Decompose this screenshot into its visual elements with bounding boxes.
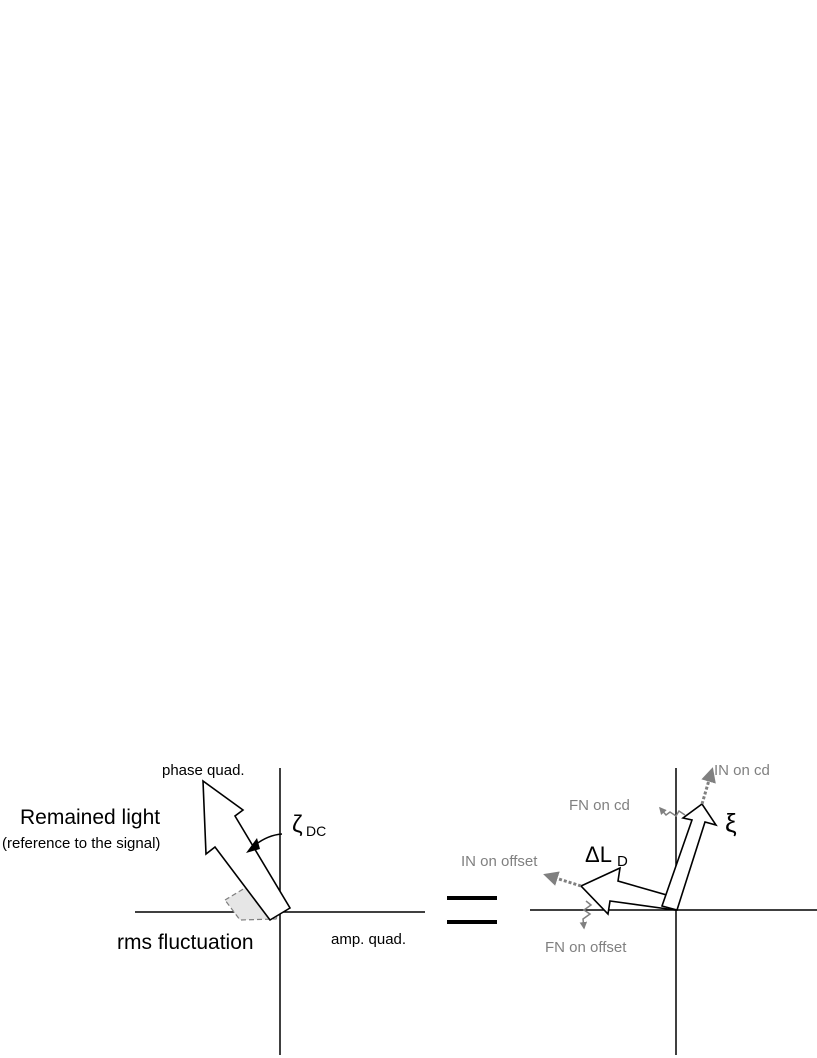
fn-on-cd-arrow (659, 806, 686, 818)
in-on-cd-label: IN on cd (714, 762, 770, 779)
remained-light-label: Remained light (20, 806, 160, 829)
delta-ld-arrow (579, 866, 678, 916)
left-phasor-panel: phase quad. Remained light (reference to… (2, 762, 425, 1055)
equals-sign (447, 896, 497, 924)
delta-l-symbol: ΔL (585, 842, 612, 867)
zeta-symbol: ζ (292, 811, 303, 838)
remained-light-sublabel: (reference to the signal) (2, 835, 160, 852)
fn-on-offset-label: FN on offset (545, 939, 627, 956)
in-on-offset-label: IN on offset (461, 853, 538, 870)
in-on-cd-arrow (700, 767, 716, 805)
zeta-arc-arrowhead (246, 838, 260, 853)
xi-symbol: ξ (725, 808, 737, 838)
zeta-subscript: DC (306, 823, 326, 839)
amp-quad-label: amp. quad. (331, 931, 406, 948)
phase-quad-label: phase quad. (162, 762, 245, 779)
delta-l-subscript: D (617, 853, 628, 870)
fn-on-offset-arrow (579, 900, 593, 930)
remained-light-arrow (202, 779, 292, 922)
in-on-offset-arrow (543, 871, 582, 888)
right-phasor-panel: ΔL D ξ IN on cd FN on cd IN on offset FN… (461, 762, 817, 1055)
fn-on-cd-label: FN on cd (569, 797, 630, 814)
zeta-angle-arc (254, 833, 283, 846)
xi-arrow (660, 802, 718, 911)
rms-fluctuation-label: rms fluctuation (117, 931, 254, 954)
